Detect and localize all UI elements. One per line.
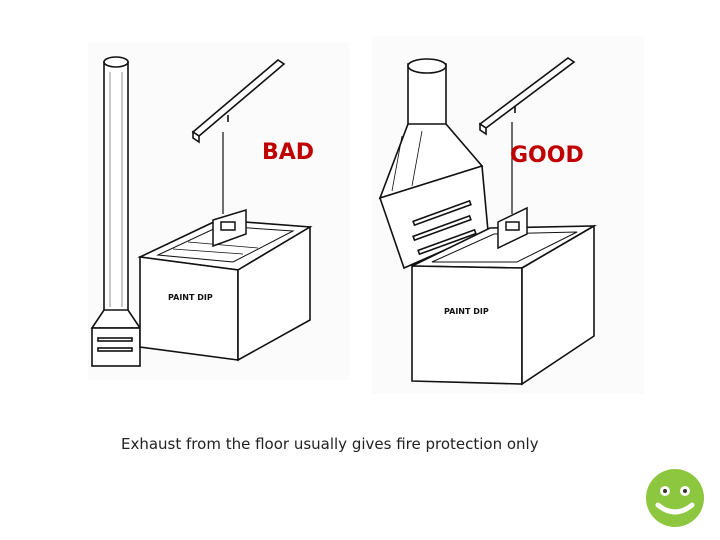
bad-diagram: PAINT DIP: [88, 42, 350, 380]
overhead-rail: [191, 59, 286, 144]
dip-basket: [497, 206, 528, 250]
smiley-face-icon: [644, 467, 706, 529]
dip-basket: [212, 208, 247, 248]
good-tank-label: PAINT DIP: [444, 307, 489, 316]
floor-exhaust-hood: [90, 309, 142, 367]
good-label: GOOD: [510, 143, 584, 168]
paint-dip-tank: [411, 224, 598, 386]
caption: Exhaust from the floor usually gives fir…: [121, 435, 539, 453]
good-diagram: PAINT DIP: [372, 36, 644, 394]
overhead-rail: [478, 57, 576, 136]
good-diagram-drawing: PAINT DIP: [378, 57, 598, 386]
bad-diagram-drawing: PAINT DIP: [90, 56, 313, 367]
bad-label: BAD: [262, 140, 315, 165]
bad-tank-label: PAINT DIP: [168, 293, 213, 302]
paint-dip-tank: [137, 219, 313, 362]
exhaust-duct: [103, 56, 129, 313]
exhaust-duct: [407, 58, 447, 127]
